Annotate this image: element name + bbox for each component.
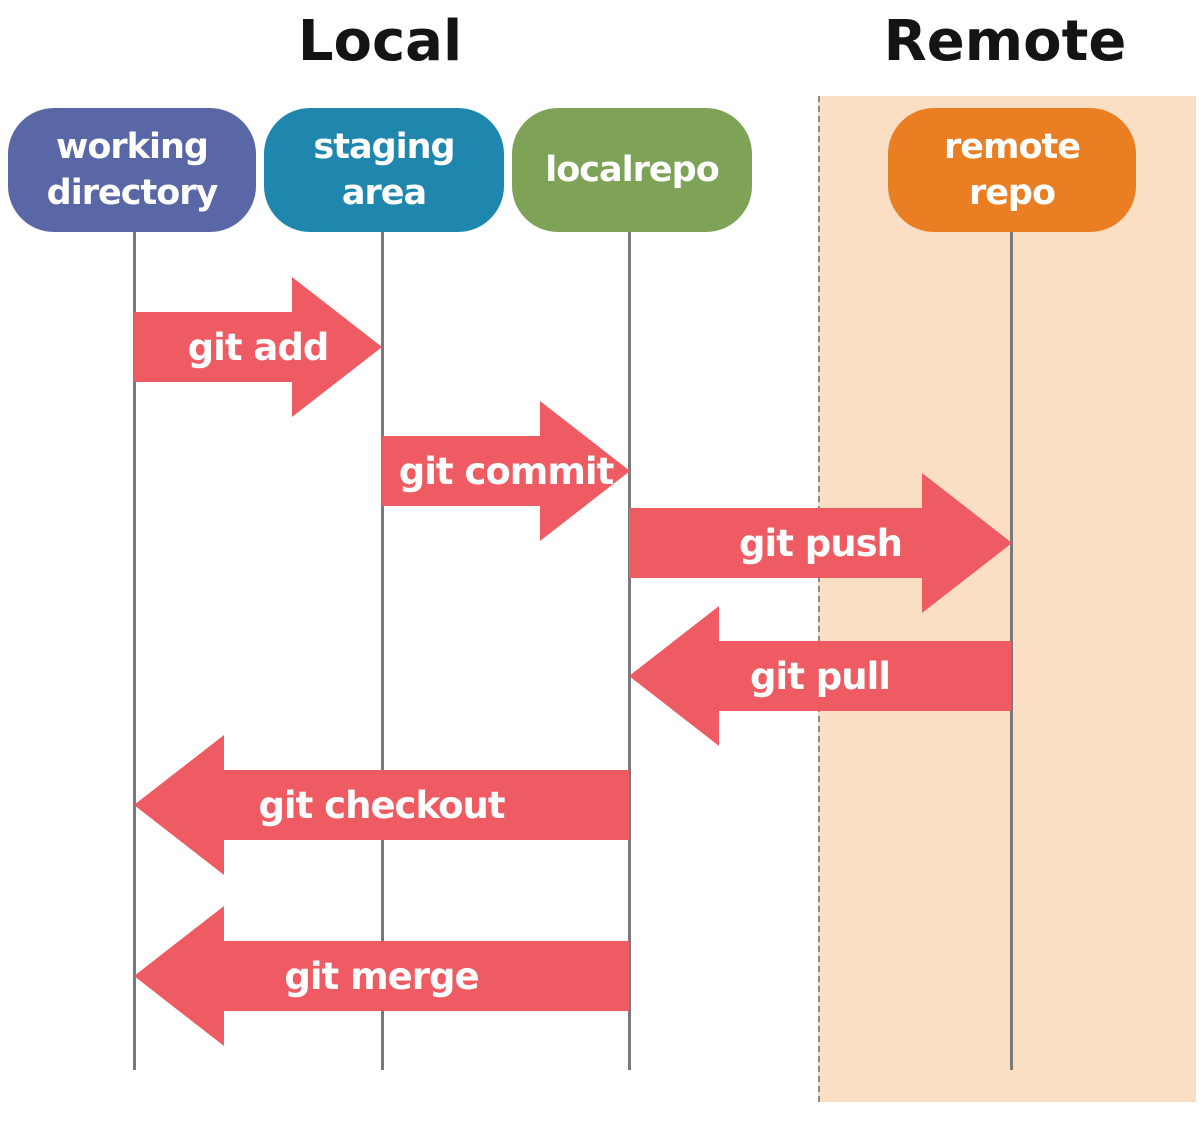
git-merge-arrow: git merge <box>134 906 629 1046</box>
node-label-line: staging <box>313 127 455 167</box>
node-label-line: working <box>56 127 209 167</box>
node-label-line: repo <box>968 173 1056 213</box>
working-directory-lifeline <box>133 232 136 1070</box>
remote-repo-node: remote repo <box>888 108 1136 232</box>
node-label-line: area <box>341 173 427 213</box>
arrowhead <box>629 606 719 746</box>
node-label-line: localrepo <box>545 150 720 190</box>
arrow-body <box>629 508 923 578</box>
arrow-label: git checkout <box>258 783 505 827</box>
arrow-body <box>382 436 541 506</box>
git-add-arrow: git add <box>134 277 382 417</box>
working-directory-node: working directory <box>8 108 256 232</box>
localrepo-node: localrepo <box>512 108 752 232</box>
arrow-label: git push <box>739 521 903 565</box>
arrow-label: git merge <box>284 954 479 998</box>
staging-area-lifeline <box>381 232 384 1070</box>
remote-repo-lifeline <box>1010 232 1013 1070</box>
arrow-label: git add <box>187 325 330 369</box>
git-commit-arrow: git commit <box>382 401 630 541</box>
arrow-label: git pull <box>750 654 891 698</box>
node-label-line: remote <box>944 127 1081 167</box>
arrowhead <box>922 473 1012 613</box>
staging-area-node: staging area <box>264 108 504 232</box>
remote-section-title: Remote <box>883 9 1127 74</box>
arrow-body <box>134 312 293 382</box>
local-section-title: Local <box>297 9 463 74</box>
arrow-body <box>223 941 629 1011</box>
arrowhead <box>134 735 224 875</box>
arrowhead <box>292 277 382 417</box>
arrow-label: git commit <box>398 449 615 493</box>
git-pull-arrow: git pull <box>629 606 1011 746</box>
node-label-line: directory <box>46 173 219 213</box>
arrowhead <box>540 401 630 541</box>
arrow-body <box>223 770 629 840</box>
git-push-arrow: git push <box>629 473 1012 613</box>
arrowhead <box>134 906 224 1046</box>
arrow-body <box>718 641 1011 711</box>
git-checkout-arrow: git checkout <box>134 735 629 875</box>
